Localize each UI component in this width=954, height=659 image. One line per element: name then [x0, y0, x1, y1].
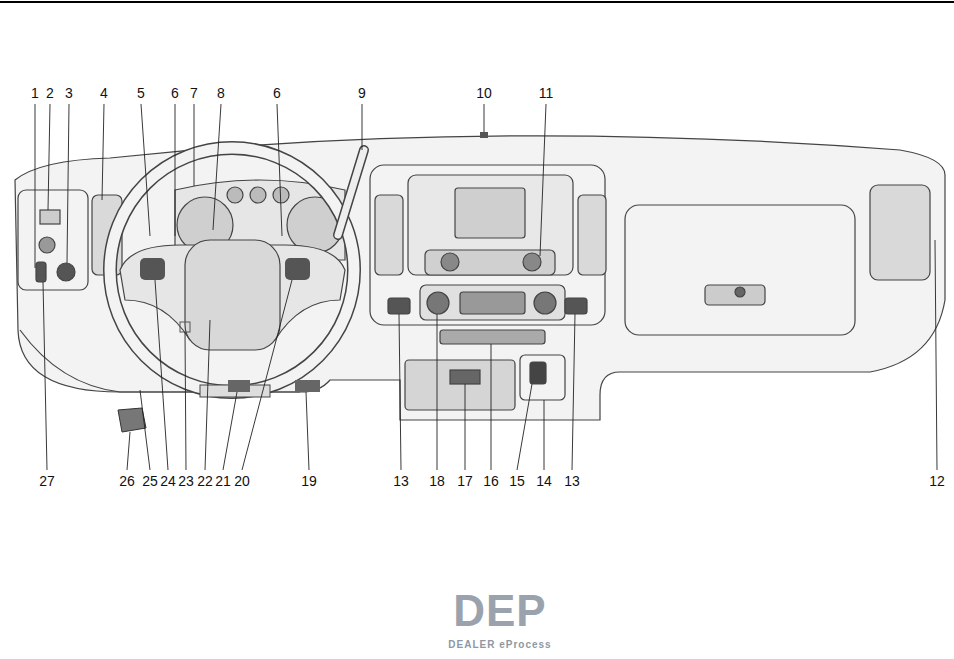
callout-number: 27 [39, 474, 55, 488]
sensor [480, 132, 488, 138]
lever [295, 380, 320, 392]
callout-number: 23 [178, 474, 194, 488]
callout-number: 13 [393, 474, 409, 488]
watermark-logo: DEP [453, 589, 546, 633]
callout-number: 19 [301, 474, 317, 488]
lever [228, 380, 250, 392]
callout-number: 21 [215, 474, 231, 488]
callout-number: 25 [142, 474, 158, 488]
callout-number: 6 [273, 86, 281, 100]
dashboard [15, 136, 945, 420]
stalk [338, 150, 364, 235]
callout-number: 9 [358, 86, 366, 100]
callout-number: 7 [190, 86, 198, 100]
callout-number: 6 [171, 86, 179, 100]
callout-number: 20 [234, 474, 250, 488]
watermark-text: DEALER eProcess [448, 640, 551, 650]
callout-number: 24 [160, 474, 176, 488]
leader-lines [35, 104, 937, 470]
callout-number: 5 [137, 86, 145, 100]
callout-number: 13 [564, 474, 580, 488]
callout-number: 12 [929, 474, 945, 488]
callout-number: 22 [197, 474, 213, 488]
callout-number: 26 [119, 474, 135, 488]
callout-number: 11 [539, 86, 554, 100]
callout-number: 16 [483, 474, 499, 488]
callout-number: 4 [100, 86, 108, 100]
pedal [118, 408, 146, 432]
callout-number: 10 [476, 86, 492, 100]
callout-number: 15 [509, 474, 525, 488]
callout-number: 2 [46, 86, 54, 100]
callout-number: 3 [65, 86, 73, 100]
callout-number: 8 [217, 86, 225, 100]
callout-number: 18 [429, 474, 445, 488]
callout-number: 1 [31, 86, 39, 100]
callout-number: 17 [457, 474, 473, 488]
callout-number: 14 [536, 474, 552, 488]
header-rule [0, 1, 954, 3]
stalk [338, 150, 364, 235]
